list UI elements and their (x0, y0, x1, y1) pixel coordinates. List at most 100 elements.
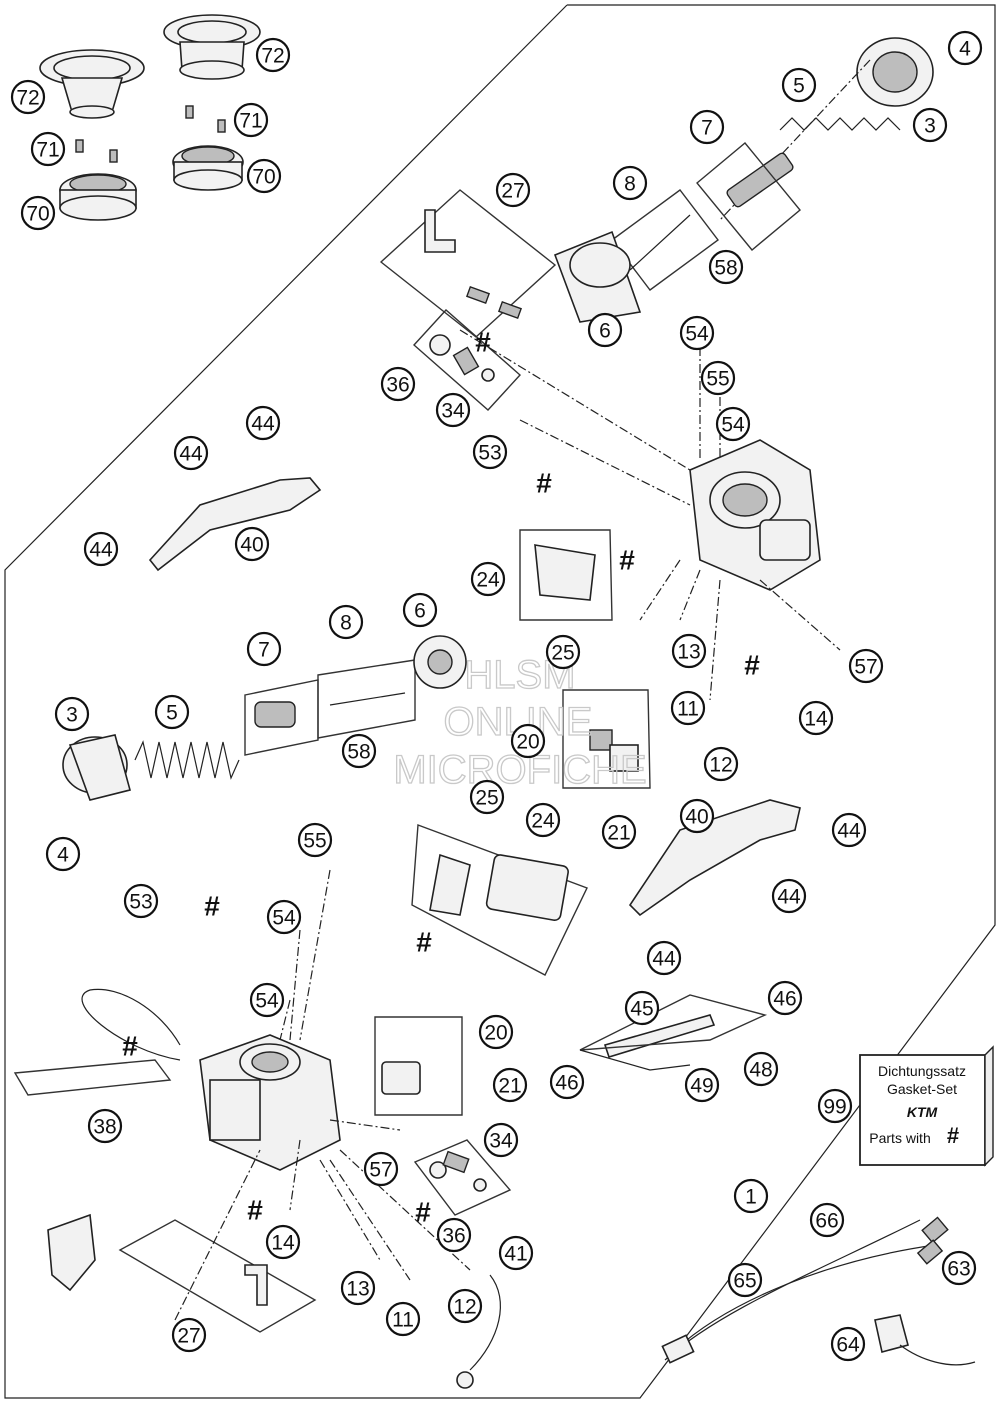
callout-label: 40 (685, 806, 708, 829)
callout-label: 44 (89, 539, 113, 562)
callout-11: 11 (670, 690, 706, 726)
callout-circle (435, 392, 471, 428)
callout-54: 54 (249, 982, 285, 1018)
callout-7: 7 (246, 631, 282, 667)
callout-circle (781, 67, 817, 103)
hash-mark: # (247, 1195, 263, 1226)
callout-38: 38 (87, 1108, 123, 1144)
callout-circle (249, 982, 285, 1018)
callout-label: 4 (57, 844, 69, 867)
callout-circle (341, 733, 377, 769)
callout-5: 5 (781, 67, 817, 103)
callout-circle (266, 899, 302, 935)
callout-circle (727, 1262, 763, 1298)
callout-circle (715, 406, 751, 442)
callout-circle (767, 980, 803, 1016)
callout-label: 53 (129, 891, 152, 914)
callout-label: 65 (733, 1270, 756, 1293)
callout-circle (340, 1270, 376, 1306)
callout-label: 66 (815, 1210, 838, 1233)
callout-circle (831, 812, 867, 848)
callout-label: 12 (709, 754, 732, 777)
callout-label: 11 (392, 1309, 414, 1332)
callout-57: 57 (363, 1151, 399, 1187)
sensor-wiring (661, 1216, 976, 1366)
callout-circle (830, 1326, 866, 1362)
callout-21: 21 (601, 814, 637, 850)
callout-6: 6 (587, 312, 623, 348)
callout-99: 99 (817, 1088, 853, 1124)
callout-label: 46 (773, 988, 796, 1011)
callout-46: 46 (549, 1064, 585, 1100)
callout-54: 54 (266, 899, 302, 935)
callout-71: 71 (233, 102, 269, 138)
callout-label: 24 (531, 810, 555, 833)
callout-circle (472, 434, 508, 470)
gasket-set-box: Dichtungssatz Gasket-Set KTM Parts with … (859, 1045, 994, 1167)
callout-label: 46 (555, 1072, 578, 1095)
callout-circle (684, 1067, 720, 1103)
callout-71: 71 (30, 131, 66, 167)
callout-label: 36 (442, 1225, 465, 1248)
callout-label: 54 (272, 907, 296, 930)
hash-mark: # (416, 927, 432, 958)
callout-label: 3 (924, 115, 936, 138)
callout-circle (328, 604, 364, 640)
callout-label: 13 (346, 1278, 369, 1301)
callout-4: 4 (947, 30, 983, 66)
callout-44: 44 (646, 940, 682, 976)
callout-circle (20, 195, 56, 231)
callout-70: 70 (20, 195, 56, 231)
callout-label: 63 (947, 1258, 970, 1281)
callout-circle (809, 1202, 845, 1238)
callout-44: 44 (173, 435, 209, 471)
callout-label: 12 (453, 1296, 476, 1319)
callout-label: 49 (690, 1075, 713, 1098)
callout-label: 44 (179, 443, 203, 466)
callout-3: 3 (912, 107, 948, 143)
callout-circle (848, 648, 884, 684)
hash-mark: # (122, 1031, 138, 1062)
callout-numbers: 7272717170704357858276363454555453444444… (10, 30, 983, 1362)
callout-8: 8 (328, 604, 364, 640)
callout-label: 6 (414, 600, 426, 623)
callout-27: 27 (171, 1317, 207, 1353)
callout-54: 54 (679, 315, 715, 351)
callout-label: 7 (258, 639, 270, 662)
callout-circle (771, 878, 807, 914)
callout-3: 3 (54, 696, 90, 732)
callout-circle (525, 802, 561, 838)
callout-circle (689, 109, 725, 145)
callout-circle (255, 37, 291, 73)
callout-label: 71 (239, 110, 262, 133)
callout-circle (708, 249, 744, 285)
callout-36: 36 (380, 366, 416, 402)
callout-circle (601, 814, 637, 850)
callout-label: 34 (489, 1130, 513, 1153)
callout-circle (10, 79, 46, 115)
callout-label: 25 (551, 642, 574, 665)
hash-mark: # (415, 1197, 431, 1228)
callout-36: 36 (436, 1217, 472, 1253)
callout-label: 64 (836, 1334, 860, 1357)
callout-label: 40 (240, 534, 263, 557)
callout-circle (646, 940, 682, 976)
callout-40: 40 (234, 526, 270, 562)
callout-label: 99 (823, 1096, 846, 1119)
callout-label: 57 (369, 1159, 392, 1182)
callout-12: 12 (703, 746, 739, 782)
callout-70: 70 (246, 158, 282, 194)
callout-label: 34 (441, 400, 465, 423)
callout-label: 27 (501, 180, 524, 203)
callout-circle (54, 696, 90, 732)
callout-circle (436, 1217, 472, 1253)
left-carb-cap-parts (62, 635, 467, 801)
callout-label: 58 (347, 741, 370, 764)
callout-circle (817, 1088, 853, 1124)
callout-20: 20 (478, 1014, 514, 1050)
callout-58: 58 (708, 249, 744, 285)
parts-with-hash: # (947, 1123, 959, 1148)
callout-circle (483, 1122, 519, 1158)
callout-circle (171, 1317, 207, 1353)
callout-circle (912, 107, 948, 143)
